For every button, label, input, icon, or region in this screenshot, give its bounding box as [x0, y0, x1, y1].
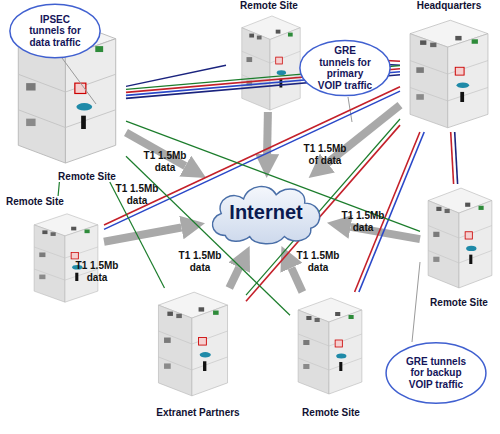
link-label: T1 1.5Mb data	[72, 260, 122, 283]
link-label: T1 1.5Mb data	[175, 250, 225, 273]
data-link-arrow	[291, 268, 302, 292]
building	[410, 20, 488, 128]
site-label: Remote Site	[2, 196, 104, 208]
callout-ellipse: GRE tunnels for primary VOIP traffic	[298, 38, 392, 98]
tunnel-line	[58, 182, 59, 196]
callout-text: IPSEC tunnels for data traffic	[8, 2, 102, 60]
site-building: Remote Site	[2, 196, 104, 306]
tunnel-line	[455, 132, 458, 184]
cloud-label: Internet	[205, 178, 327, 246]
link-label: T1 1.5Mb data	[338, 210, 388, 233]
site-building: Remote Site	[8, 16, 126, 182]
site-label: Remote Site	[290, 407, 372, 419]
leader-line	[62, 58, 96, 104]
building	[298, 298, 362, 394]
building	[34, 214, 98, 302]
tunnel-line	[110, 182, 165, 288]
callout-ellipse: GRE tunnels for backup VOIP traffic	[384, 340, 488, 406]
callout-text: GRE tunnels for primary VOIP traffic	[298, 38, 392, 98]
site-building: Extranet Partners	[150, 288, 246, 418]
tunnel-line	[451, 132, 454, 184]
link-label: T1 1.5Mb of data	[300, 143, 350, 166]
internet-cloud: Internet	[205, 178, 327, 246]
link-label: T1 1.5Mb data	[112, 183, 162, 206]
building	[158, 292, 227, 396]
site-label: Remote Site	[420, 297, 498, 309]
site-building: Remote Site	[226, 0, 312, 112]
callout-ellipse: IPSEC tunnels for data traffic	[8, 2, 102, 60]
link-label: T1 1.5Mb data	[293, 250, 343, 273]
site-building: Remote Site	[290, 292, 372, 418]
site-label: Remote Site	[8, 171, 126, 183]
callout-text: GRE tunnels for backup VOIP traffic	[384, 340, 488, 406]
leader-line	[412, 262, 420, 342]
data-link-arrow	[104, 228, 181, 242]
site-label: Headquarters	[400, 0, 498, 12]
site-label: Remote Site	[226, 0, 312, 12]
data-link-arrow	[126, 133, 185, 167]
site-label: Extranet Partners	[150, 407, 246, 419]
tunnel-line	[126, 65, 226, 86]
site-building: Headquarters	[400, 0, 498, 132]
site-building: Remote Site	[420, 184, 498, 308]
link-label: T1 1.5Mb data	[140, 150, 190, 173]
data-link-arrow	[229, 268, 239, 288]
building	[428, 188, 492, 288]
building	[242, 16, 300, 110]
data-link-arrow	[327, 105, 400, 163]
